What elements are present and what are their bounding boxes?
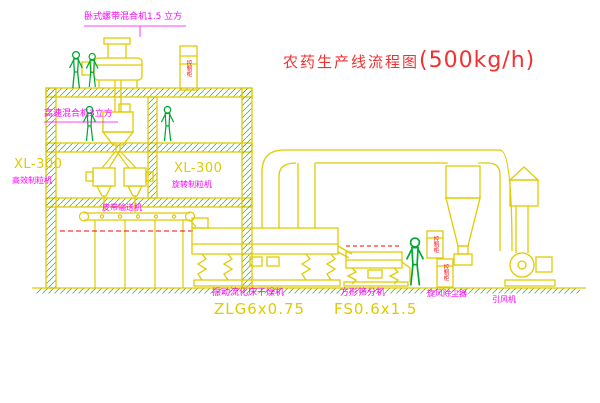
diagram-title: 农药生产线流程图 (500kg/h) [283, 48, 535, 73]
cabinet-1-text: 控制柜 [185, 60, 192, 77]
ground-hatch [36, 288, 580, 294]
worker-icon [405, 237, 425, 287]
building-structure [45, 87, 253, 289]
belt-conveyor-label: 皮带输送机 [102, 203, 142, 212]
cyclone-label: 旋风除尘器 [427, 289, 467, 298]
dryer-label: 振动流化床干燥机 [212, 288, 285, 298]
cyclone-dust-collector [445, 165, 481, 266]
diagram-title-text: 农药生产线流程图 [283, 53, 420, 71]
fan-label: 引风机 [492, 295, 516, 304]
worker-icon [160, 105, 175, 142]
sieve-label: 方形筛分机 [340, 288, 386, 298]
granulator-right-label: 旋转制粒机 [172, 180, 212, 189]
cabinet-3-text: 控制柜 [442, 264, 449, 281]
granulator-left-model: XL-300 [14, 157, 63, 172]
dryer-model: ZLG6x0.75 [214, 300, 306, 318]
diagram-title-capacity: (500kg/h) [419, 48, 536, 73]
granulator-right-model: XL-300 [174, 161, 223, 176]
cabinet-2-text: 控制柜 [432, 236, 439, 253]
granulator-left [85, 167, 116, 212]
high-speed-mixer-label: 高速混合机3立方 [44, 109, 113, 119]
exhaust-stack [508, 166, 540, 253]
granulator-left-label: 高效制粒机 [12, 176, 52, 185]
induced-draft-fan [504, 252, 556, 287]
label-leaders [44, 25, 186, 123]
control-cabinet-3 [436, 258, 454, 288]
ribbon-mixer-label: 卧式螺带混合机1.5 立方 [84, 12, 183, 22]
sieve-model: FS0.6x1.5 [334, 300, 418, 318]
control-cabinet-1 [179, 45, 198, 91]
duct-system [261, 149, 513, 252]
worker-icon [68, 50, 84, 89]
control-cabinet-2 [426, 230, 444, 259]
fluid-bed-dryer [191, 217, 353, 287]
granulator-right [123, 167, 154, 212]
square-sieve [343, 251, 411, 287]
y-splitter [101, 151, 137, 169]
belt-conveyor [78, 211, 197, 288]
